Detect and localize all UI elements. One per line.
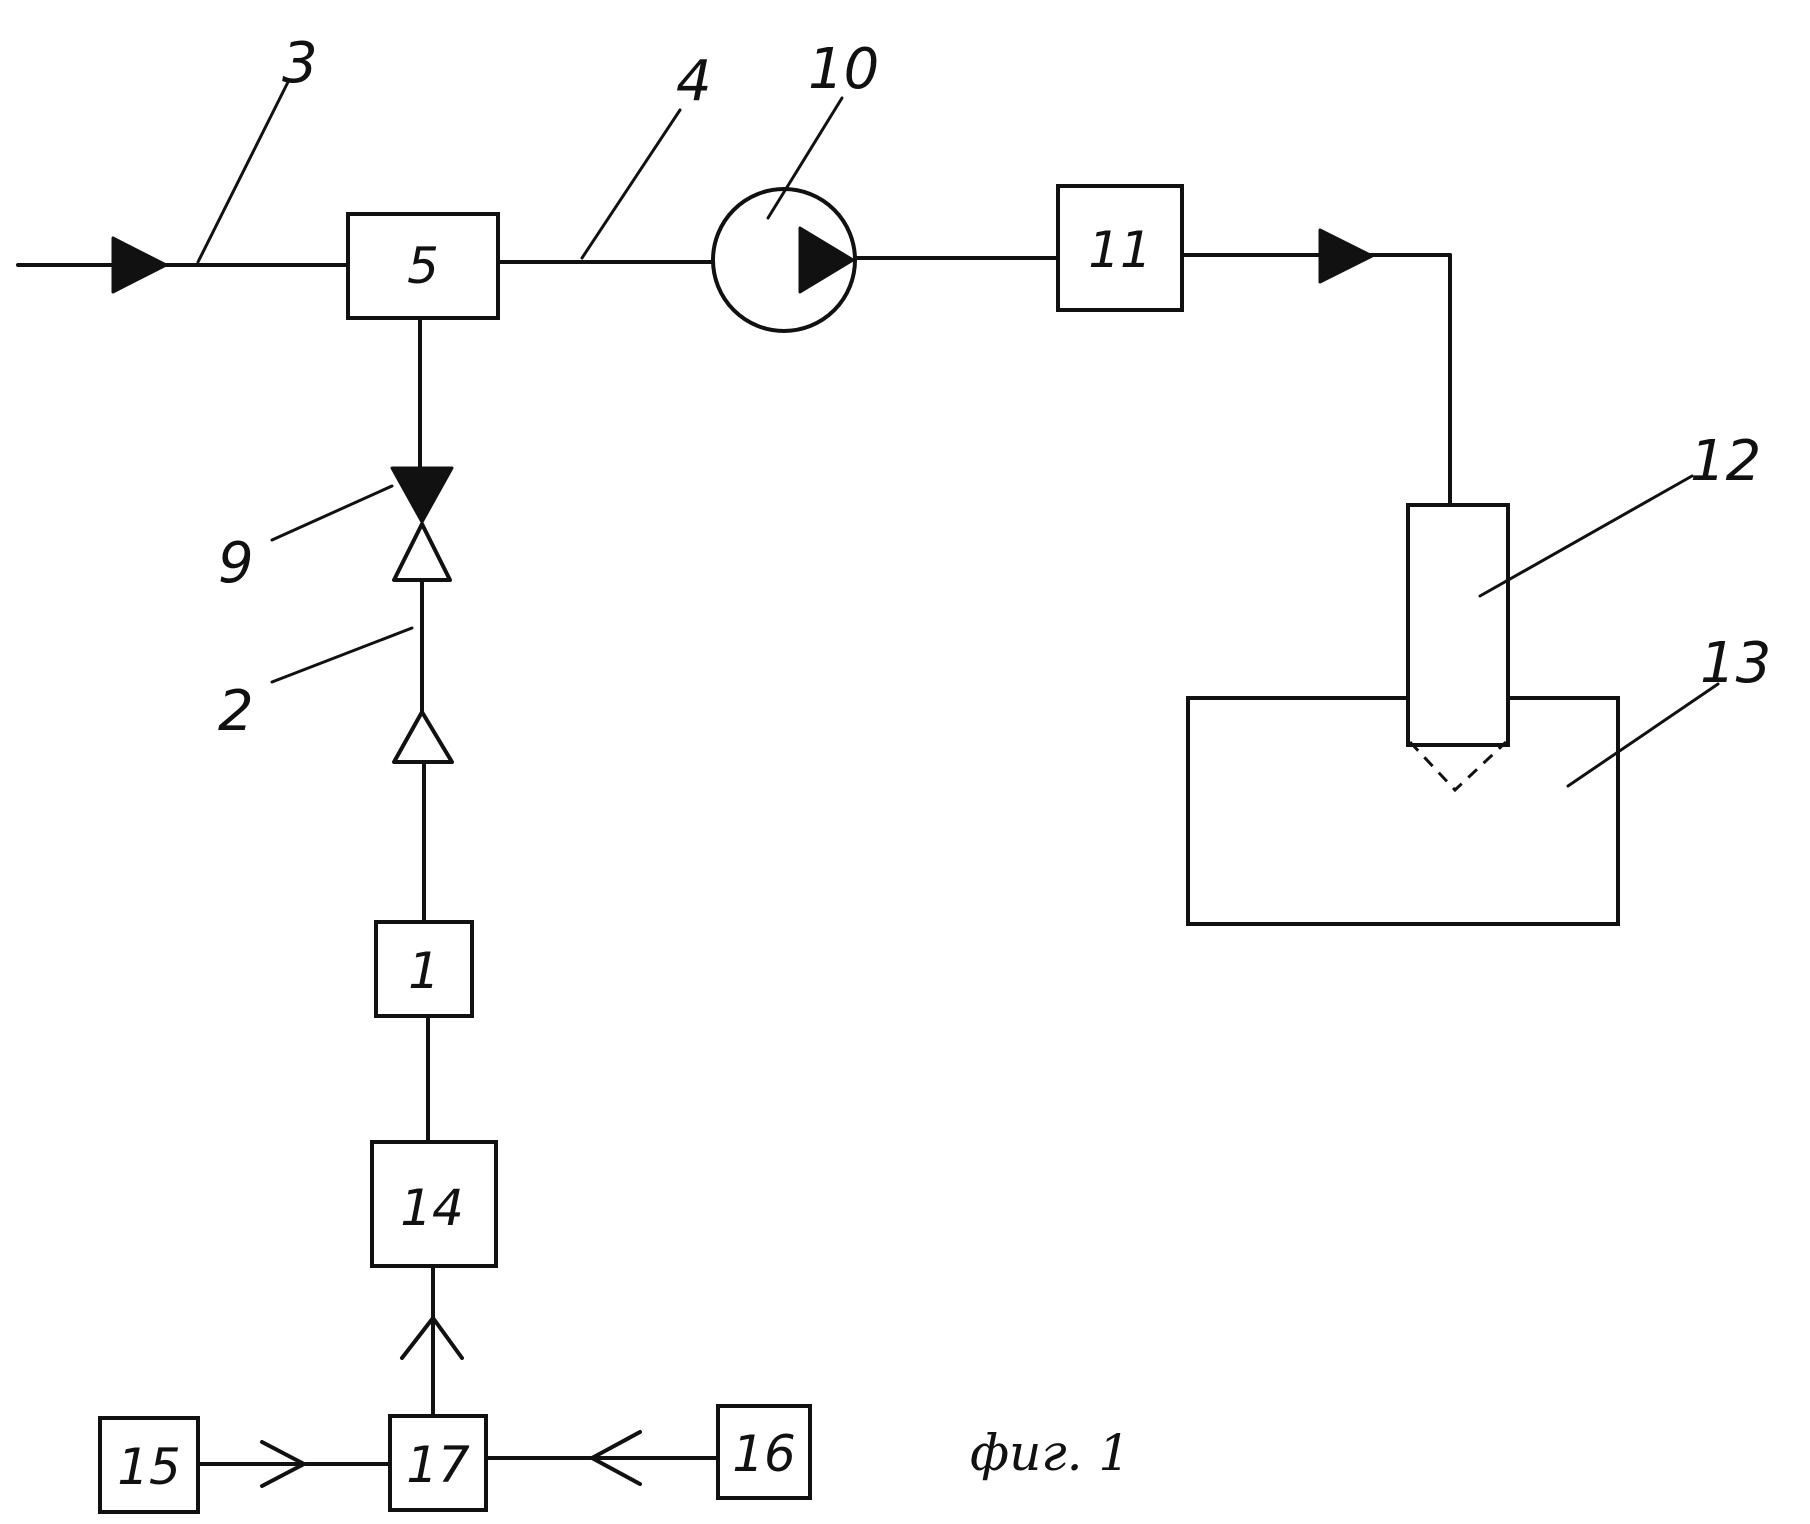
tool-12 (1408, 505, 1508, 745)
leader-4 (582, 110, 680, 258)
block-5-label: 5 (407, 237, 439, 295)
label-2: 2 (218, 679, 254, 744)
block-1-label: 1 (408, 942, 440, 1000)
pump-direction-arrow (800, 228, 853, 292)
block-11-label: 11 (1088, 221, 1152, 279)
leader-9 (272, 486, 392, 540)
block-17-label: 17 (406, 1436, 470, 1494)
inlet-arrow (113, 238, 166, 292)
label-3: 3 (282, 31, 318, 96)
flow-arrow-to-12 (1320, 230, 1372, 282)
flow-arrow-line-2 (394, 712, 452, 762)
leader-10 (768, 98, 842, 218)
label-12: 12 (1690, 429, 1761, 494)
label-9: 9 (218, 531, 254, 596)
label-10: 10 (808, 37, 879, 102)
valve-9-upper (392, 468, 452, 522)
leader-2 (272, 628, 412, 682)
valve-9-lower (394, 524, 450, 580)
leader-3 (198, 82, 288, 262)
block-15-label: 15 (117, 1438, 181, 1496)
body-13 (1188, 698, 1618, 924)
block-14-label: 14 (400, 1179, 464, 1237)
block-16-label: 16 (732, 1425, 796, 1483)
label-13: 13 (1700, 631, 1771, 696)
label-4: 4 (676, 49, 712, 114)
leader-12 (1480, 476, 1692, 596)
figure-caption: фиг. 1 (970, 1424, 1130, 1482)
